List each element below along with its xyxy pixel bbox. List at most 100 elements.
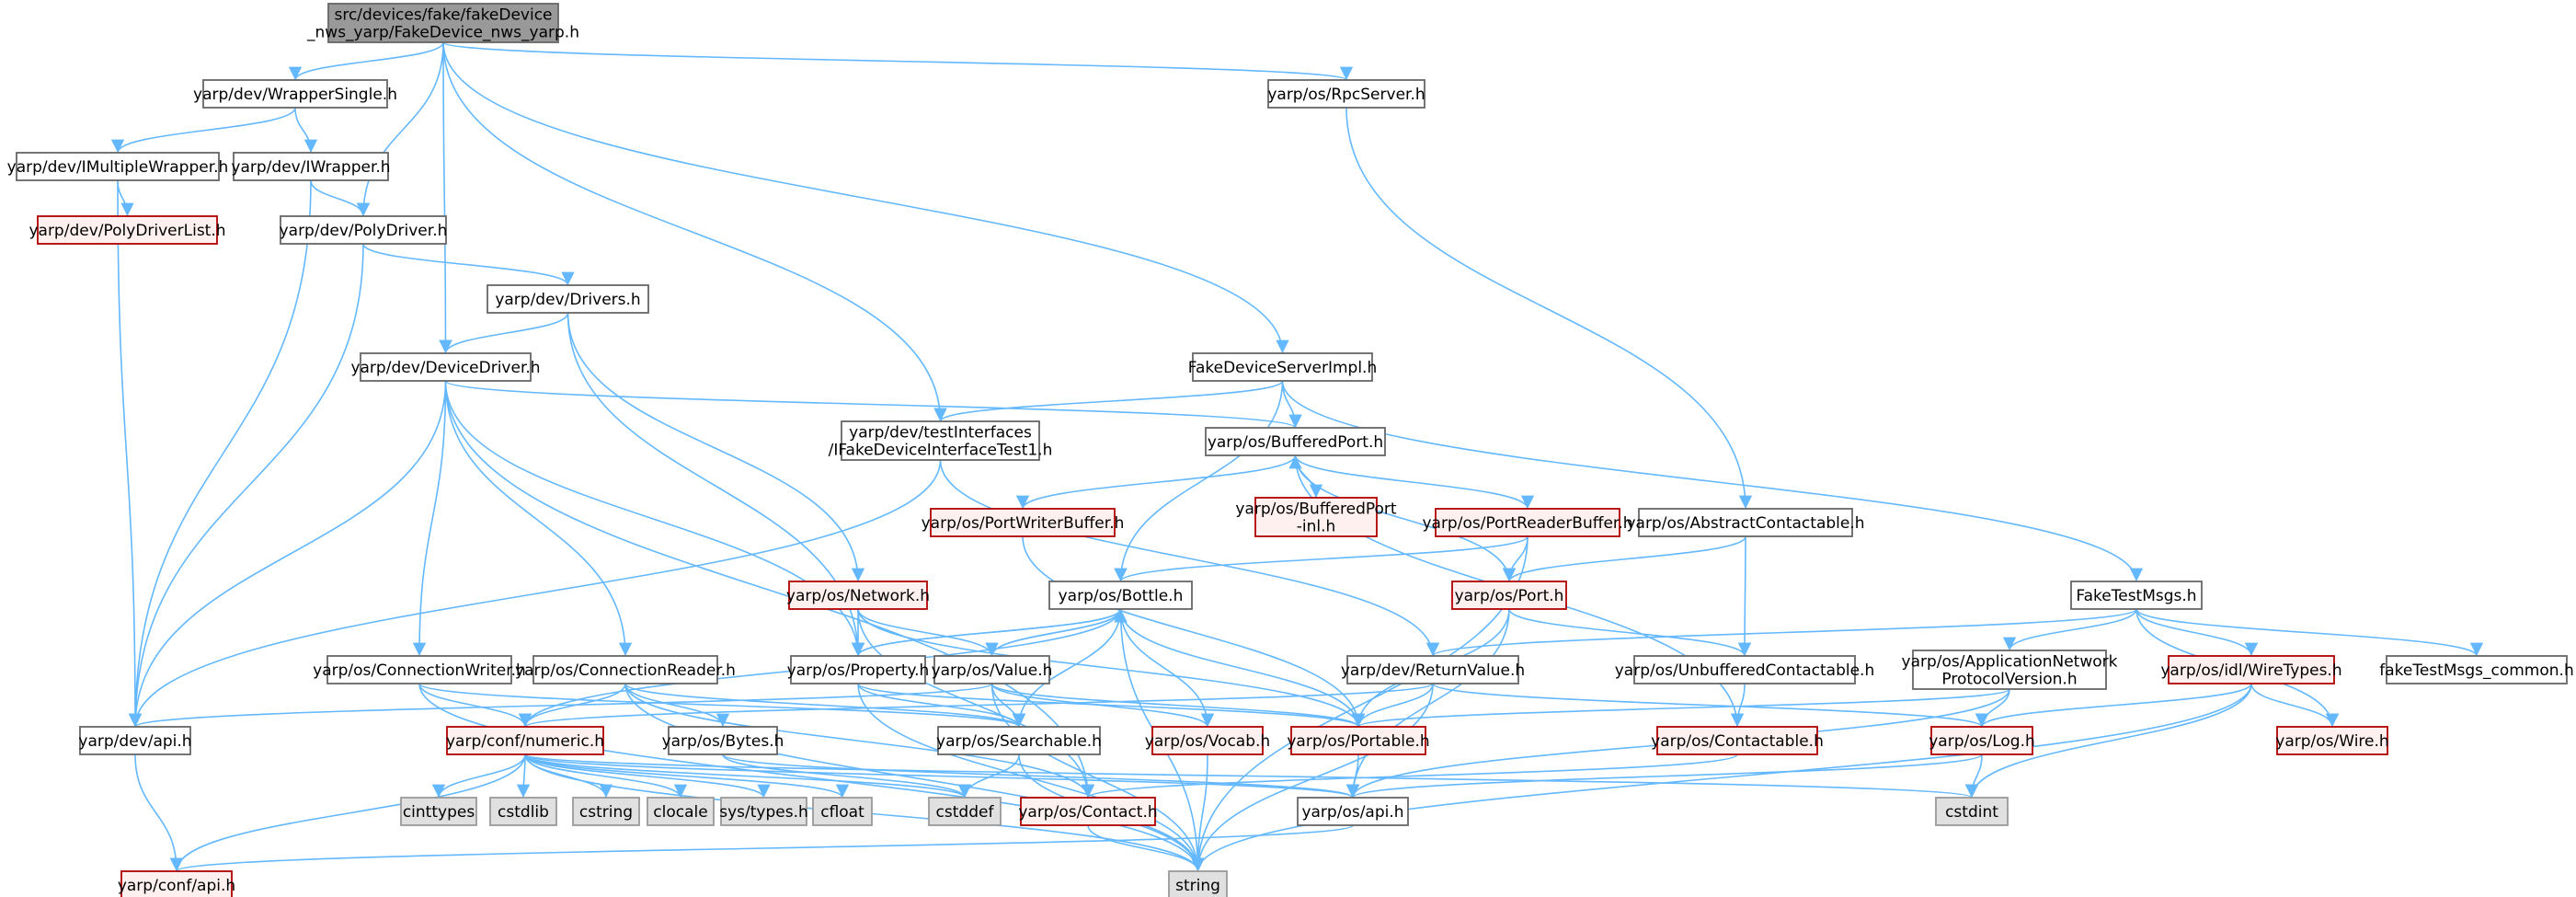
node-label: yarp/os/Bottle.h <box>1059 587 1184 605</box>
edge-searchable-to-cstddef <box>957 753 1020 799</box>
node-contact[interactable]: yarp/os/Contact.h <box>1018 797 1158 826</box>
node-cstring[interactable]: cstring <box>572 797 640 826</box>
node-cstdint[interactable]: cstdint <box>1935 797 2009 826</box>
node-devapi[interactable]: yarp/dev/api.h <box>78 726 192 755</box>
edge-wiretypes-to-cstdint <box>1964 683 2252 799</box>
node-numeric[interactable]: yarp/conf/numeric.h <box>446 726 604 755</box>
node-wire[interactable]: yarp/os/Wire.h <box>2275 726 2389 755</box>
node-bottle[interactable]: yarp/os/Bottle.h <box>1048 581 1193 610</box>
node-bufferedport[interactable]: yarp/os/BufferedPort.h <box>1205 427 1386 456</box>
node-label: yarp/os/ApplicationNetwork <box>1902 653 2118 672</box>
node-cinttypes[interactable]: cinttypes <box>400 797 477 826</box>
node-devicedriver[interactable]: yarp/dev/DeviceDriver.h <box>350 352 541 382</box>
node-connectionwriter[interactable]: yarp/os/ConnectionWriter.h <box>313 655 526 684</box>
node-vocab[interactable]: yarp/os/Vocab.h <box>1145 726 1270 755</box>
edge-root-to-wrappersingle <box>288 41 444 81</box>
edge-numeric-to-cstdint <box>524 753 1978 799</box>
node-contactable[interactable]: yarp/os/Contactable.h <box>1651 726 1824 755</box>
edge-bytes-to-osapi <box>722 753 1359 799</box>
node-cfloat[interactable]: cfloat <box>812 797 873 826</box>
node-label: clocale <box>653 803 707 822</box>
node-portreaderbuffer[interactable]: yarp/os/PortReaderBuffer.h <box>1422 508 1633 537</box>
node-iwrapper[interactable]: yarp/dev/IWrapper.h <box>231 152 391 181</box>
node-root[interactable]: src/devices/fake/fakeDevice_nws_yarp/Fak… <box>306 3 579 43</box>
node-returnvalue[interactable]: yarp/dev/ReturnValue.h <box>1341 655 1525 684</box>
node-box <box>1451 581 1567 610</box>
node-polydriverlist[interactable]: yarp/dev/PolyDriverList.h <box>29 215 226 245</box>
node-label: cstddef <box>936 803 995 822</box>
node-rpcserver[interactable]: yarp/os/RpcServer.h <box>1267 79 1425 109</box>
node-label: yarp/os/idl/WireTypes.h <box>2160 661 2341 680</box>
node-box <box>1297 797 1409 826</box>
edge-fakedeviceserverimpl-to-ifakedevice <box>933 380 1284 422</box>
node-label: yarp/os/RpcServer.h <box>1267 86 1425 104</box>
node-drivers[interactable]: yarp/dev/Drivers.h <box>487 284 649 314</box>
node-box <box>647 797 715 826</box>
node-box <box>1020 797 1156 826</box>
node-polydriver[interactable]: yarp/dev/PolyDriver.h <box>280 215 448 245</box>
node-box <box>930 508 1116 537</box>
node-label: yarp/dev/ReturnValue.h <box>1341 661 1525 680</box>
edge-numeric-to-cstddef <box>524 753 971 799</box>
node-label: FakeDeviceServerImpl.h <box>1188 359 1378 377</box>
node-portable[interactable]: yarp/os/Portable.h <box>1287 726 1430 755</box>
node-box <box>928 797 1002 826</box>
node-faketestmsgs[interactable]: FakeTestMsgs.h <box>2070 581 2203 610</box>
node-box <box>1935 797 2009 826</box>
node-log[interactable]: yarp/os/Log.h <box>1929 726 2035 755</box>
node-faketestmsgscommon[interactable]: fakeTestMsgs_common.h <box>2379 655 2574 684</box>
node-box <box>1168 870 1228 897</box>
node-bufferedportinl[interactable]: yarp/os/BufferedPort-inl.h <box>1235 497 1397 537</box>
edge-devapi-to-confapi <box>134 753 184 872</box>
node-box <box>790 655 926 684</box>
node-clocale[interactable]: clocale <box>647 797 715 826</box>
node-systypes[interactable]: sys/types.h <box>719 797 808 826</box>
node-cstddef[interactable]: cstddef <box>928 797 1002 826</box>
node-wrappersingle[interactable]: yarp/dev/WrapperSingle.h <box>193 79 397 109</box>
edge-faketestmsgs-to-faketestmsgscommon <box>2135 608 2483 657</box>
node-label: cinttypes <box>403 803 475 822</box>
node-box <box>812 797 873 826</box>
node-box <box>532 655 718 684</box>
node-box <box>1435 508 1620 537</box>
node-wiretypes[interactable]: yarp/os/idl/WireTypes.h <box>2160 655 2342 684</box>
node-imultiplewrapper[interactable]: yarp/dev/IMultipleWrapper.h <box>7 152 229 181</box>
node-box <box>202 79 388 109</box>
node-unbufferedcontactable[interactable]: yarp/os/UnbufferedContactable.h <box>1615 655 1875 684</box>
edge-wrappersingle-to-iwrapper <box>294 107 318 154</box>
node-cstdlib[interactable]: cstdlib <box>489 797 557 826</box>
edge-property-to-bottle <box>857 608 1128 657</box>
node-box <box>446 726 604 755</box>
node-label: yarp/os/Port.h <box>1455 587 1564 605</box>
node-label: yarp/os/ConnectionReader.h <box>515 661 736 680</box>
node-confapi[interactable]: yarp/conf/api.h <box>118 870 235 897</box>
edge-connectionwriter-to-searchable <box>418 683 1025 728</box>
node-box <box>1254 497 1378 537</box>
node-label: yarp/os/Vocab.h <box>1145 732 1270 751</box>
edge-numeric-to-cstdlib <box>516 753 531 799</box>
node-osapi[interactable]: yarp/os/api.h <box>1297 797 1409 826</box>
edge-connectionreader-to-string <box>624 683 1205 872</box>
node-port[interactable]: yarp/os/Port.h <box>1451 581 1567 610</box>
node-connectionreader[interactable]: yarp/os/ConnectionReader.h <box>515 655 736 684</box>
node-box <box>120 870 233 897</box>
node-label: FakeTestMsgs.h <box>2076 587 2196 605</box>
node-box <box>1912 650 2107 690</box>
node-portwriterbuffer[interactable]: yarp/os/PortWriterBuffer.h <box>922 508 1125 537</box>
node-searchable[interactable]: yarp/os/Searchable.h <box>936 726 1102 755</box>
edge-port-to-unbufferedcontactable <box>1508 608 1752 657</box>
node-box <box>280 215 447 245</box>
node-box <box>16 152 220 181</box>
node-appnetproto[interactable]: yarp/os/ApplicationNetworkProtocolVersio… <box>1902 650 2118 690</box>
node-property[interactable]: yarp/os/Property.h <box>787 655 930 684</box>
node-box <box>1048 581 1193 610</box>
node-ifakedevice[interactable]: yarp/dev/testInterfaces/IFakeDeviceInter… <box>829 420 1053 461</box>
node-bytes[interactable]: yarp/os/Bytes.h <box>662 726 784 755</box>
node-abstractcontactable[interactable]: yarp/os/AbstractContactable.h <box>1626 508 1865 537</box>
node-fakedeviceserverimpl[interactable]: FakeDeviceServerImpl.h <box>1188 352 1378 382</box>
node-value[interactable]: yarp/os/Value.h <box>932 655 1053 684</box>
node-label: yarp/os/BufferedPort.h <box>1208 433 1383 452</box>
node-string[interactable]: string <box>1168 870 1228 897</box>
node-network[interactable]: yarp/os/Network.h <box>786 581 930 610</box>
